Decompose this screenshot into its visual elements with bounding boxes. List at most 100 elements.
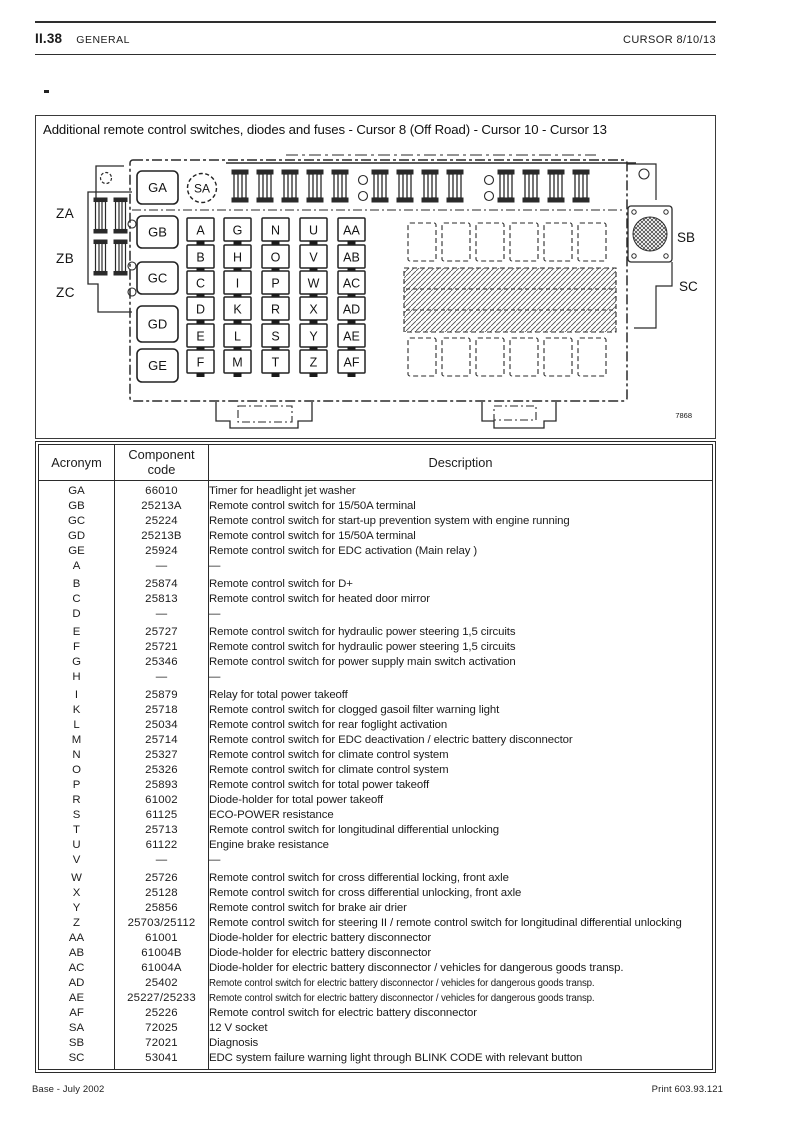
table-cell: S <box>38 808 115 823</box>
page-header: II.38 GENERAL CURSOR 8/10/13 <box>35 31 716 46</box>
table-cell: Remote control switch for climate contro… <box>209 764 449 776</box>
relay-bay <box>509 337 539 377</box>
table-cell: 25402 <box>114 976 209 991</box>
table-cell: Diode-holder for electric battery discon… <box>209 947 432 959</box>
table-cell: 25703/25112 <box>114 916 209 931</box>
section-number: II.38 <box>35 31 63 46</box>
table-cell: Diode-holder for electric battery discon… <box>209 962 624 974</box>
table-cell: Remote control switch for steering II / … <box>209 917 682 929</box>
fuse-cell-label: AC <box>343 277 360 291</box>
fuse-cell-tab <box>347 268 356 272</box>
table-cell: R <box>38 793 115 808</box>
left-connector-assembly <box>87 191 137 313</box>
relay-bay <box>407 337 437 377</box>
table-header-row: Acronym Component code Description <box>38 444 713 481</box>
fuse-cell-label: AD <box>343 303 360 317</box>
relay-module-label: GC <box>148 271 168 286</box>
page-footer: Base - July 2002 Print 603.93.121 <box>32 1084 723 1095</box>
table-cell: AC <box>38 961 115 976</box>
table-cell: 25327 <box>114 748 209 763</box>
table-cell: 25924 <box>114 544 209 559</box>
fuse-cell-label: L <box>234 330 241 344</box>
table-cell: V <box>38 853 115 868</box>
table-cell: X <box>38 886 115 901</box>
table-cell: 61002 <box>114 793 209 808</box>
fuse-beam <box>331 169 349 203</box>
fuse-cell-tab <box>233 268 242 272</box>
table-cell: Engine brake resistance <box>209 839 329 851</box>
table-cell: — <box>114 607 209 622</box>
fuse-cell-label: K <box>233 303 242 317</box>
fuse-cell-label: X <box>309 303 318 317</box>
table-cell: Remote control switch for heated door mi… <box>209 593 430 605</box>
table-cell: ECO-POWER resistance <box>209 809 334 821</box>
table-cell: — <box>114 670 209 685</box>
relay-bay <box>577 337 607 377</box>
table-cell: N <box>38 748 115 763</box>
table-cell: 61004B <box>114 946 209 961</box>
fuse-beam <box>522 169 540 203</box>
sa-socket-label: SA <box>194 182 210 196</box>
table-cell: 25879 <box>114 685 209 703</box>
table-header-code: Component code <box>114 444 209 481</box>
relay-bay <box>441 222 471 262</box>
fuse-cell-tab <box>271 241 280 245</box>
table-cell: — <box>209 560 221 572</box>
fuse-cell-label: G <box>233 224 243 238</box>
sa-socket: SA <box>186 172 218 204</box>
fuse-cell-label: U <box>309 224 318 238</box>
table-cell: 61122 <box>114 838 209 853</box>
table-cell: P <box>38 778 115 793</box>
fuse-cell-tab <box>271 268 280 272</box>
fuse-cell-label: N <box>271 224 280 238</box>
fuse-cell-label: B <box>196 251 204 265</box>
fuse-beam <box>281 169 299 203</box>
fuse-cell-label: Y <box>309 330 318 344</box>
table-cell: 66010 <box>114 480 209 499</box>
table-cell: 25128 <box>114 886 209 901</box>
table-header-description: Description <box>208 444 713 481</box>
table-cell: K <box>38 703 115 718</box>
table-cell: — <box>114 853 209 868</box>
table-cell: O <box>38 763 115 778</box>
table-cell: M <box>38 733 115 748</box>
table-cell: GB <box>38 499 115 514</box>
table-cell: AF <box>38 1006 115 1021</box>
fuse-cell-tab <box>347 241 356 245</box>
table-cell: 25227/25233 <box>114 991 209 1006</box>
table-cell: A <box>38 559 115 574</box>
relay-module-box <box>136 305 179 343</box>
fuse-cell-label: P <box>271 277 279 291</box>
fuse-beam <box>306 169 324 203</box>
table-cell: 72021 <box>114 1036 209 1051</box>
table-row: D—— <box>38 607 713 622</box>
fuse-cell-tab <box>309 320 318 324</box>
table-cell: — <box>209 671 221 683</box>
table-cell: Remote control switch for longitudinal d… <box>209 824 500 836</box>
table-cell: 25813 <box>114 592 209 607</box>
fuse-beam <box>371 169 389 203</box>
table-cell: SA <box>38 1021 115 1036</box>
table-cell: Remote control switch for electric batte… <box>209 1007 477 1019</box>
fuse-cell-label: D <box>196 303 205 317</box>
fuse-cell-label: F <box>197 356 205 370</box>
relay-bay <box>475 337 505 377</box>
table-cell: Timer for headlight jet washer <box>209 485 356 497</box>
table-cell: SB <box>38 1036 115 1051</box>
header-rule-bottom <box>35 54 716 55</box>
relay-bay <box>441 337 471 377</box>
table-header-acronym: Acronym <box>38 444 115 481</box>
table-cell: 25034 <box>114 718 209 733</box>
